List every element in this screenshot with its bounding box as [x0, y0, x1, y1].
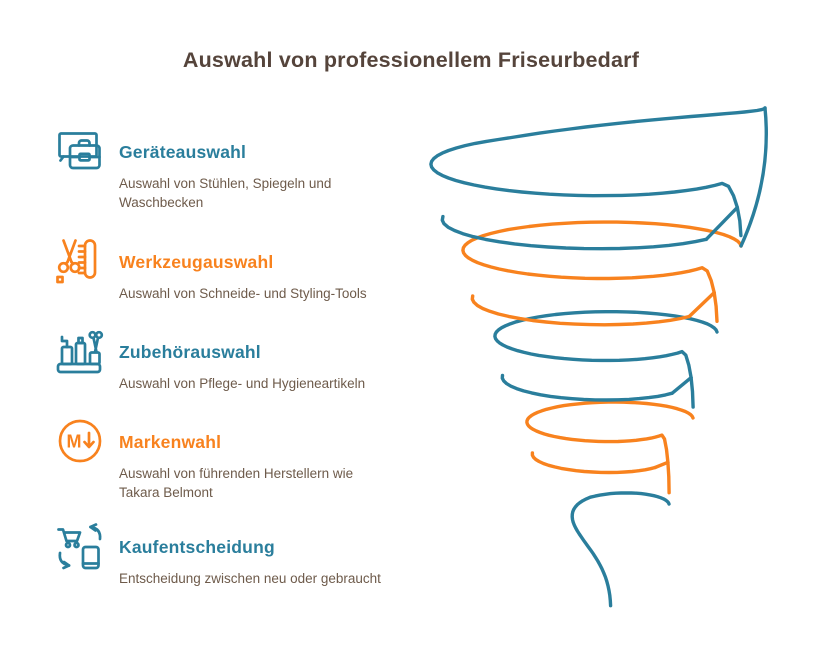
funnel-band-4-lower-edge [530, 451, 657, 475]
step-description: Auswahl von Pflege- und Hygieneartikeln [119, 376, 366, 391]
funnel-seam-connector-2 [687, 290, 716, 319]
funnel-diagram [429, 106, 768, 608]
funnel-band-3 [493, 310, 719, 409]
step-heading: Werkzeugauswahl [119, 252, 274, 272]
step-markenwahl: M Markenwahl Auswahl von führenden Herst… [56, 417, 486, 502]
step-description: Auswahl von Stühlen, Spiegeln und Waschb… [119, 176, 332, 210]
cart-phone-exchange-icon [56, 522, 104, 570]
step-heading: Zubehörauswahl [119, 342, 261, 362]
funnel-band-2-lower-edge [470, 294, 691, 327]
funnel-start-edge [739, 106, 768, 248]
scissors-comb-icon [56, 237, 104, 285]
funnel-band-1-lower-edge [440, 214, 708, 251]
funnel-band-2 [461, 220, 743, 323]
funnel-band-1 [429, 106, 767, 238]
page-title: Auswahl von professionellem Friseurbedar… [182, 48, 640, 72]
step-description: Auswahl von führenden Herstellern wie Ta… [119, 466, 354, 500]
equipment-case-icon [56, 127, 104, 175]
step-werkzeugauswahl: Werkzeugauswahl Auswahl von Schneide- un… [56, 237, 486, 303]
step-heading: Geräteauswahl [119, 142, 247, 162]
step-heading: Markenwahl [119, 432, 222, 452]
care-products-icon [56, 327, 104, 375]
brand-m-arrow-icon: M [56, 417, 104, 465]
funnel-seam-connector-4 [653, 460, 670, 470]
step-kaufentscheidung: Kaufentscheidung Entscheidung zwischen n… [56, 522, 486, 588]
svg-text:M: M [67, 432, 82, 452]
step-description: Auswahl von Schneide- und Styling-Tools [119, 286, 367, 301]
step-geraeteauswahl: Geräteauswahl Auswahl von Stühlen, Spieg… [56, 127, 486, 212]
step-description: Entscheidung zwischen neu oder gebraucht [119, 571, 381, 586]
step-zubehoerauswahl: Zubehörauswahl Auswahl von Pflege- und H… [56, 327, 486, 393]
funnel-seam-connector-1 [704, 205, 739, 241]
funnel-band-3-lower-edge [500, 373, 674, 402]
funnel-band-5 [570, 491, 671, 608]
step-heading: Kaufentscheidung [119, 537, 275, 557]
funnel-band-4 [525, 400, 695, 495]
funnel-seam-connector-3 [670, 375, 693, 395]
